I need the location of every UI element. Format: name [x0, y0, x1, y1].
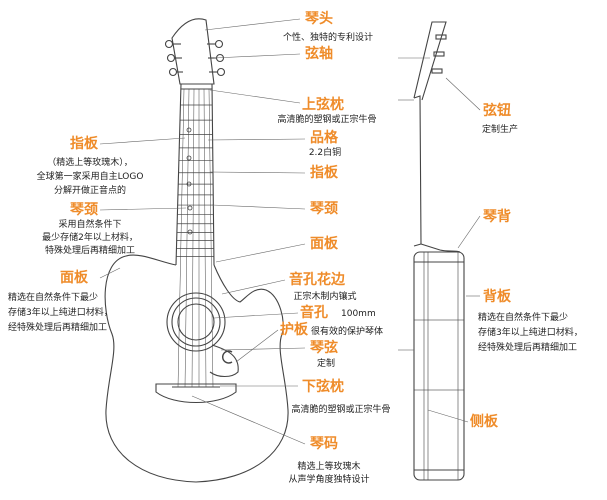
leader-line	[99, 267, 121, 279]
side-tuner-buttons	[431, 34, 447, 74]
side-headstock	[413, 21, 447, 101]
guitar-side-view	[413, 21, 465, 481]
label-neck-left-desc2: 最少存储2年以上材料，	[42, 233, 138, 243]
string-line	[184, 88, 190, 388]
leader-line	[99, 207, 187, 211]
label-saddle-desc: 高清脆的塑钢或正宗牛骨	[291, 405, 391, 415]
side-neck	[413, 95, 422, 247]
rosette-outer	[166, 292, 226, 352]
label-neck-left-desc1: 采用自然条件下	[58, 220, 122, 230]
leader-line	[457, 215, 481, 249]
label-rosette-desc: 正宗木制内镶式	[293, 292, 357, 302]
rosette-inner	[171, 297, 221, 347]
label-top-left-desc2: 存储3年以上纯进口材料，	[8, 308, 113, 318]
label-tuner-button-title: 弦钮	[483, 103, 511, 119]
leader-line	[99, 137, 186, 145]
label-top-center-title: 面板	[310, 236, 338, 252]
label-tuner-button-desc: 定制生产	[481, 125, 518, 135]
label-fingerboard-left-title: 指板	[70, 136, 98, 152]
label-saddle-title: 下弦枕	[302, 379, 344, 395]
soundhole	[177, 303, 215, 341]
bridge-outline	[155, 383, 237, 404]
label-neck-left-title: 琴颈	[70, 202, 98, 218]
leader-line	[445, 77, 481, 111]
label-nut-title: 上弦枕	[302, 97, 344, 113]
label-headstock-desc: 个性、独特的专利设计	[282, 33, 373, 43]
label-rosette-title: 音孔花边	[289, 272, 345, 288]
label-neck-left-desc3: 特殊处理后再精细加工	[44, 246, 135, 256]
side-body	[413, 251, 465, 481]
string-line	[191, 88, 195, 388]
label-pickguard-title: 护板	[280, 322, 308, 338]
label-fingerboard-left-desc2: 全球第一家采用自主LOGO	[36, 172, 144, 182]
label-heel-title: 琴背	[483, 209, 511, 225]
leader-line	[221, 279, 286, 295]
headstock-outline	[171, 18, 215, 85]
label-back-title: 背板	[483, 289, 511, 305]
fret-inlays	[186, 127, 193, 235]
side-heel	[420, 243, 461, 253]
label-top-left-title: 面板	[60, 270, 88, 286]
label-top-left-desc3: 经特殊处理后再精细加工	[8, 323, 108, 333]
label-bridge-desc2: 从声学角度独特设计	[288, 475, 370, 485]
neck-outline	[175, 83, 215, 266]
label-pickguard-desc: 很有效的保护琴体	[311, 327, 384, 337]
leader-line	[207, 138, 306, 141]
leader-line	[220, 347, 306, 351]
logo-c-icon	[222, 350, 233, 364]
guitar-front-view	[104, 18, 289, 483]
leader-line	[235, 329, 279, 363]
body-outline	[104, 254, 289, 483]
label-frets-desc: 2.2白铜	[308, 148, 342, 158]
string-line	[177, 88, 185, 388]
label-bridge-desc1: 精选上等玫瑰木	[297, 462, 361, 472]
string-line	[208, 88, 214, 388]
leader-line	[204, 18, 301, 31]
leader-line	[215, 243, 306, 263]
label-soundhole-title: 音孔	[300, 305, 328, 321]
label-fingerboard-center-title: 指板	[310, 165, 338, 181]
leader-line	[209, 89, 301, 104]
label-neck-center-title: 琴颈	[310, 201, 338, 217]
label-bridge-title: 琴码	[310, 436, 338, 452]
label-headstock-title: 琴头	[305, 11, 333, 27]
label-tuners-title: 弦轴	[305, 46, 333, 62]
label-soundhole-desc: 100mm	[341, 309, 376, 319]
label-back-desc2: 存储3年以上纯进口材料，	[478, 328, 583, 338]
label-nut-desc: 高清脆的塑钢或正宗牛骨	[277, 115, 377, 125]
label-strings-title: 琴弦	[310, 340, 338, 356]
label-side-title: 侧板	[470, 414, 498, 430]
label-top-left-desc1: 精选在自然条件下最少	[8, 293, 99, 303]
label-back-desc1: 精选在自然条件下最少	[478, 313, 569, 323]
string-line	[203, 88, 207, 388]
leader-line	[213, 312, 299, 319]
side-block	[413, 319, 465, 391]
leader-line	[191, 395, 306, 445]
label-fingerboard-left-desc3: 分解开做正音点的	[53, 186, 126, 196]
label-back-desc3: 经特殊处理后再精细加工	[478, 343, 578, 353]
label-strings-desc: 定制	[316, 359, 335, 369]
label-fingerboard-left-desc1: （精选上等玫瑰木），	[47, 158, 133, 168]
leader-line	[209, 171, 306, 174]
leader-lines	[99, 18, 481, 445]
label-frets-title: 品格	[310, 130, 338, 146]
leader-line	[427, 409, 469, 423]
leader-line	[211, 204, 306, 210]
fret-lines	[176, 88, 214, 257]
leader-line	[213, 53, 301, 59]
